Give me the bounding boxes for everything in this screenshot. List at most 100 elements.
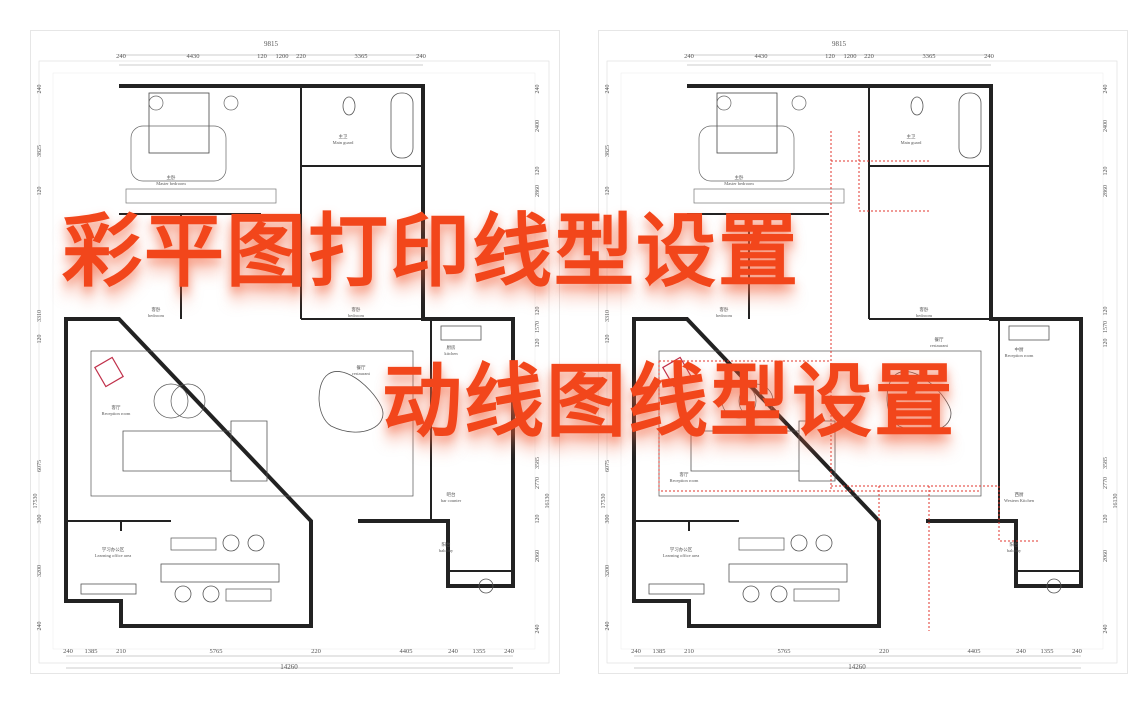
dimension-label: 4405 xyxy=(968,648,981,655)
room-label-cn: 阳台 xyxy=(1010,541,1019,548)
dimension-label: 240 xyxy=(1103,625,1109,634)
washing-machine xyxy=(478,578,494,594)
dimension-label: 9815 xyxy=(264,40,279,48)
dining-table xyxy=(886,371,952,433)
dimension-label: 1570 xyxy=(1103,321,1109,333)
room-label-cn: 学习办公区 xyxy=(102,546,125,553)
office-chair xyxy=(247,534,265,552)
room-label-cn: 餐厅 xyxy=(935,336,944,343)
dimension-label: 5765 xyxy=(210,648,223,655)
dimension-label: 220 xyxy=(864,53,874,60)
rug xyxy=(130,125,227,182)
dimension-label: 2860 xyxy=(535,185,541,197)
bench xyxy=(648,583,705,595)
room-label-cn: 中厨 xyxy=(1015,346,1024,353)
room-label-cn: 客卧 xyxy=(352,306,361,313)
exterior-wall xyxy=(632,84,1083,628)
kitchen-counter xyxy=(1008,325,1050,341)
dimension-label: 120 xyxy=(825,53,835,60)
circulation-path xyxy=(998,486,1039,542)
dimension-label: 6075 xyxy=(37,460,43,472)
cabinet xyxy=(793,588,840,602)
room-label-cn: 吧台 xyxy=(447,491,456,498)
room-label-cn: 阳台 xyxy=(442,541,451,548)
office-chair xyxy=(174,585,192,603)
nightstand xyxy=(791,95,807,111)
room-label-en: bar counter xyxy=(441,498,462,503)
room-label-en: balcony xyxy=(439,548,454,553)
bathtub xyxy=(390,92,414,159)
toilet xyxy=(342,96,356,116)
dimension-label: 3365 xyxy=(355,53,368,60)
bathtub xyxy=(958,92,982,159)
nightstand xyxy=(148,95,164,111)
living-rug xyxy=(90,350,414,497)
dimension-label: 120 xyxy=(535,167,541,176)
dimension-label: 210 xyxy=(116,648,126,655)
circulation-path xyxy=(658,361,979,492)
cabinet xyxy=(225,588,272,602)
room-label-cn: 客卧 xyxy=(152,306,161,313)
dimension-label: 4430 xyxy=(187,53,200,60)
dimension-label: 2060 xyxy=(535,550,541,562)
bench xyxy=(80,583,137,595)
dimension-label: 3825 xyxy=(605,145,611,157)
room-label-en: Main guard xyxy=(333,140,355,145)
dimension-label: 120 xyxy=(535,515,541,524)
dimension-label: 1200 xyxy=(844,53,857,60)
dimension-label: 240 xyxy=(1072,648,1082,655)
dimension-label: 16130 xyxy=(1113,494,1119,509)
room-label-cn: 学习办公区 xyxy=(670,546,693,553)
dimension-label: 1200 xyxy=(276,53,289,60)
dimension-label: 240 xyxy=(535,625,541,634)
dimension-label: 2770 xyxy=(1103,477,1109,489)
room-label-cn: 客卧 xyxy=(720,306,729,313)
room-label-en: Learning office area xyxy=(95,553,131,558)
armchair xyxy=(94,356,124,388)
room-label-en: Western Kitchen xyxy=(1004,498,1035,503)
dimension-label: 120 xyxy=(37,187,43,196)
bed xyxy=(716,92,778,154)
drawing-frame-inner xyxy=(52,72,536,650)
drawing-frame xyxy=(38,60,550,664)
dimension-label: 16130 xyxy=(545,494,551,509)
drawing-frame xyxy=(606,60,1118,664)
dimension-label: 14260 xyxy=(848,663,866,671)
dimension-label: 17530 xyxy=(33,494,39,509)
room-label-cn: 主卫 xyxy=(339,133,348,139)
room-label-cn: 客厅 xyxy=(680,471,689,478)
kitchen-counter xyxy=(440,325,482,341)
office-chair xyxy=(202,585,220,603)
dimension-label: 3200 xyxy=(605,565,611,577)
dimension-label: 17530 xyxy=(601,494,607,509)
room-label-en: Reception room xyxy=(102,411,131,416)
coffee-table xyxy=(738,383,774,419)
dimension-label: 14260 xyxy=(280,663,298,671)
cabinet xyxy=(170,537,217,551)
dimension-label: 300 xyxy=(37,515,43,524)
coffee-table xyxy=(721,383,757,419)
dimension-label: 9815 xyxy=(832,40,847,48)
dimension-label: 1355 xyxy=(1041,648,1054,655)
room-label-en: bedroom xyxy=(716,313,732,318)
dimension-label: 120 xyxy=(535,307,541,316)
dimension-label: 210 xyxy=(684,648,694,655)
dimension-label: 2770 xyxy=(535,477,541,489)
coffee-table xyxy=(170,383,206,419)
dimension-label: 240 xyxy=(1103,85,1109,94)
room-label-en: kitchen xyxy=(444,351,458,356)
dimension-label: 4405 xyxy=(400,648,413,655)
dimension-label: 240 xyxy=(37,622,43,631)
dimension-label: 1570 xyxy=(535,321,541,333)
room-label-cn: 主卫 xyxy=(907,133,916,139)
dimension-label: 240 xyxy=(684,53,694,60)
office-chair xyxy=(742,585,760,603)
room-label-cn: 厨房 xyxy=(447,344,456,351)
dimension-label: 240 xyxy=(448,648,458,655)
office-chair xyxy=(815,534,833,552)
nightstand xyxy=(223,95,239,111)
room-label-cn: 客卧 xyxy=(920,306,929,313)
dining-table xyxy=(318,371,384,433)
room-label-cn: 主卧 xyxy=(735,174,744,181)
